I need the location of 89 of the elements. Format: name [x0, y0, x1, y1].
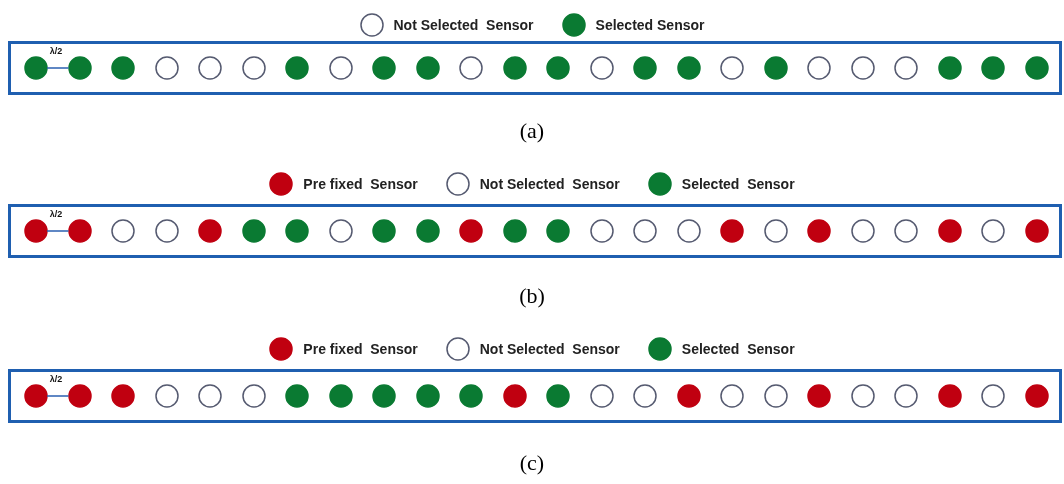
sensor-circle	[807, 56, 832, 80]
sensor-circle	[1025, 219, 1049, 243]
sensor-circle	[850, 56, 875, 80]
sensor-circle	[285, 219, 310, 243]
sensor-circle	[67, 56, 92, 80]
sensor-circle	[807, 219, 832, 243]
sensor-circle	[285, 384, 310, 408]
sensor-circle	[850, 219, 875, 243]
sensor-circle	[24, 56, 48, 80]
sensor-circle	[328, 56, 353, 80]
spacing-label: λ/2	[49, 374, 63, 384]
legend-text: Selected Sensor	[681, 176, 795, 192]
sensor-circle	[1025, 56, 1049, 80]
sensor-circle	[676, 384, 701, 408]
legend-text: Selected Sensor	[595, 17, 705, 33]
spacing-label: λ/2	[49, 46, 63, 56]
sensor-circle	[589, 56, 614, 80]
sensor-circle	[981, 56, 1006, 80]
sensor-circle	[589, 219, 614, 243]
sensor-circle	[67, 219, 92, 243]
sensor-circle	[241, 56, 266, 80]
sensor-circle	[633, 56, 658, 80]
sensor-circle	[198, 56, 223, 80]
sensor-circle	[459, 56, 484, 80]
legend-text: Selected Sensor	[681, 341, 795, 357]
sensor-circle	[111, 56, 136, 80]
sensor-circle	[24, 219, 48, 243]
sensor-circle	[633, 219, 658, 243]
sensor-circle	[241, 219, 266, 243]
sensor-circle	[633, 384, 658, 408]
sensor-circle	[502, 384, 527, 408]
sensor-circle	[807, 384, 832, 408]
sensor-circle	[198, 219, 223, 243]
sensor-circle	[415, 56, 440, 80]
sensor-circle	[894, 219, 919, 243]
sensor-circle	[502, 56, 527, 80]
sensor-circle	[241, 384, 266, 408]
sensor-circle	[981, 219, 1006, 243]
sensor-circle	[894, 384, 919, 408]
sensor-circle	[763, 384, 788, 408]
legend-text: Pre fixed Sensor	[303, 341, 418, 357]
panel-caption: (b)	[519, 283, 545, 309]
sensor-circle	[328, 219, 353, 243]
panel-caption: (c)	[519, 450, 545, 476]
sensor-circle	[937, 219, 962, 243]
sensor-circle	[546, 384, 571, 408]
array-panel	[8, 41, 1062, 95]
sensor-circle	[502, 219, 527, 243]
array-panel	[8, 204, 1062, 258]
sensor-circle	[763, 56, 788, 80]
sensor-circle	[763, 219, 788, 243]
legend-text: Pre fixed Sensor	[303, 176, 418, 192]
sensor-circle	[372, 384, 397, 408]
sensor-circle	[372, 219, 397, 243]
sensor-circle	[154, 56, 179, 80]
sensor-circle	[328, 384, 353, 408]
sensor-circle	[24, 384, 48, 408]
sensor-circle	[154, 384, 179, 408]
sensor-circle	[372, 56, 397, 80]
sensor-circle	[459, 384, 484, 408]
sensor-circle	[459, 219, 484, 243]
sensor-circle	[937, 384, 962, 408]
spacing-label: λ/2	[49, 209, 63, 219]
sensor-circle	[67, 384, 92, 408]
sensor-circle	[154, 219, 179, 243]
legend-text: Not Selected Sensor	[479, 176, 620, 192]
array-panel	[8, 369, 1062, 423]
sensor-circle	[589, 384, 614, 408]
sensor-circle	[981, 384, 1006, 408]
sensor-circle	[720, 219, 745, 243]
sensor-circle	[546, 219, 571, 243]
sensor-circle	[1025, 384, 1049, 408]
sensor-circle	[676, 219, 701, 243]
sensor-circle	[720, 384, 745, 408]
sensor-circle	[676, 56, 701, 80]
sensor-circle	[415, 384, 440, 408]
panel-caption: (a)	[519, 118, 545, 144]
legend-text: Not Selected Sensor	[393, 17, 534, 33]
sensor-circle	[720, 56, 745, 80]
sensor-circle	[937, 56, 962, 80]
sensor-circle	[415, 219, 440, 243]
sensor-circle	[285, 56, 310, 80]
sensor-circle	[850, 384, 875, 408]
legend-text: Not Selected Sensor	[479, 341, 620, 357]
sensor-circle	[894, 56, 919, 80]
sensor-circle	[546, 56, 571, 80]
sensor-circle	[111, 219, 136, 243]
sensor-circle	[111, 384, 136, 408]
sensor-circle	[198, 384, 223, 408]
